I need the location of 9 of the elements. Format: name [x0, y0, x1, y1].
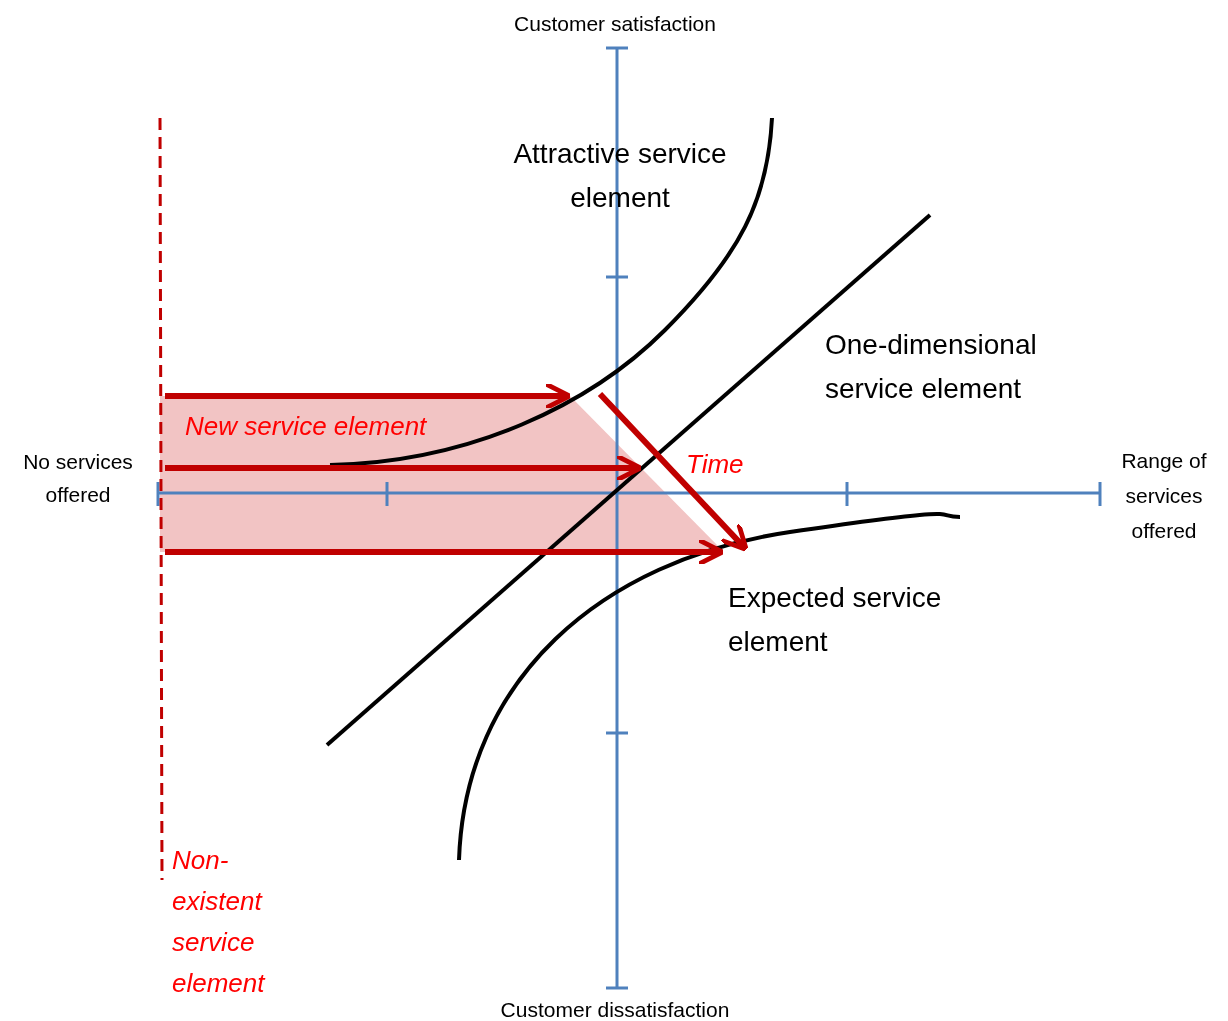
axis-label: Customer satisfaction: [513, 11, 717, 37]
axis-label: No services offered: [22, 449, 134, 508]
time-label: Time: [686, 448, 745, 481]
curve-label: Expected service element: [728, 581, 943, 659]
curve-label: One-dimensional service element: [825, 328, 1038, 406]
axis-label: Range of services offered: [1120, 448, 1208, 544]
boundary-label: Non-existent service element: [172, 844, 267, 1000]
axis-label: Customer dissatisfaction: [499, 997, 731, 1021]
region-label: New service element: [185, 410, 428, 443]
